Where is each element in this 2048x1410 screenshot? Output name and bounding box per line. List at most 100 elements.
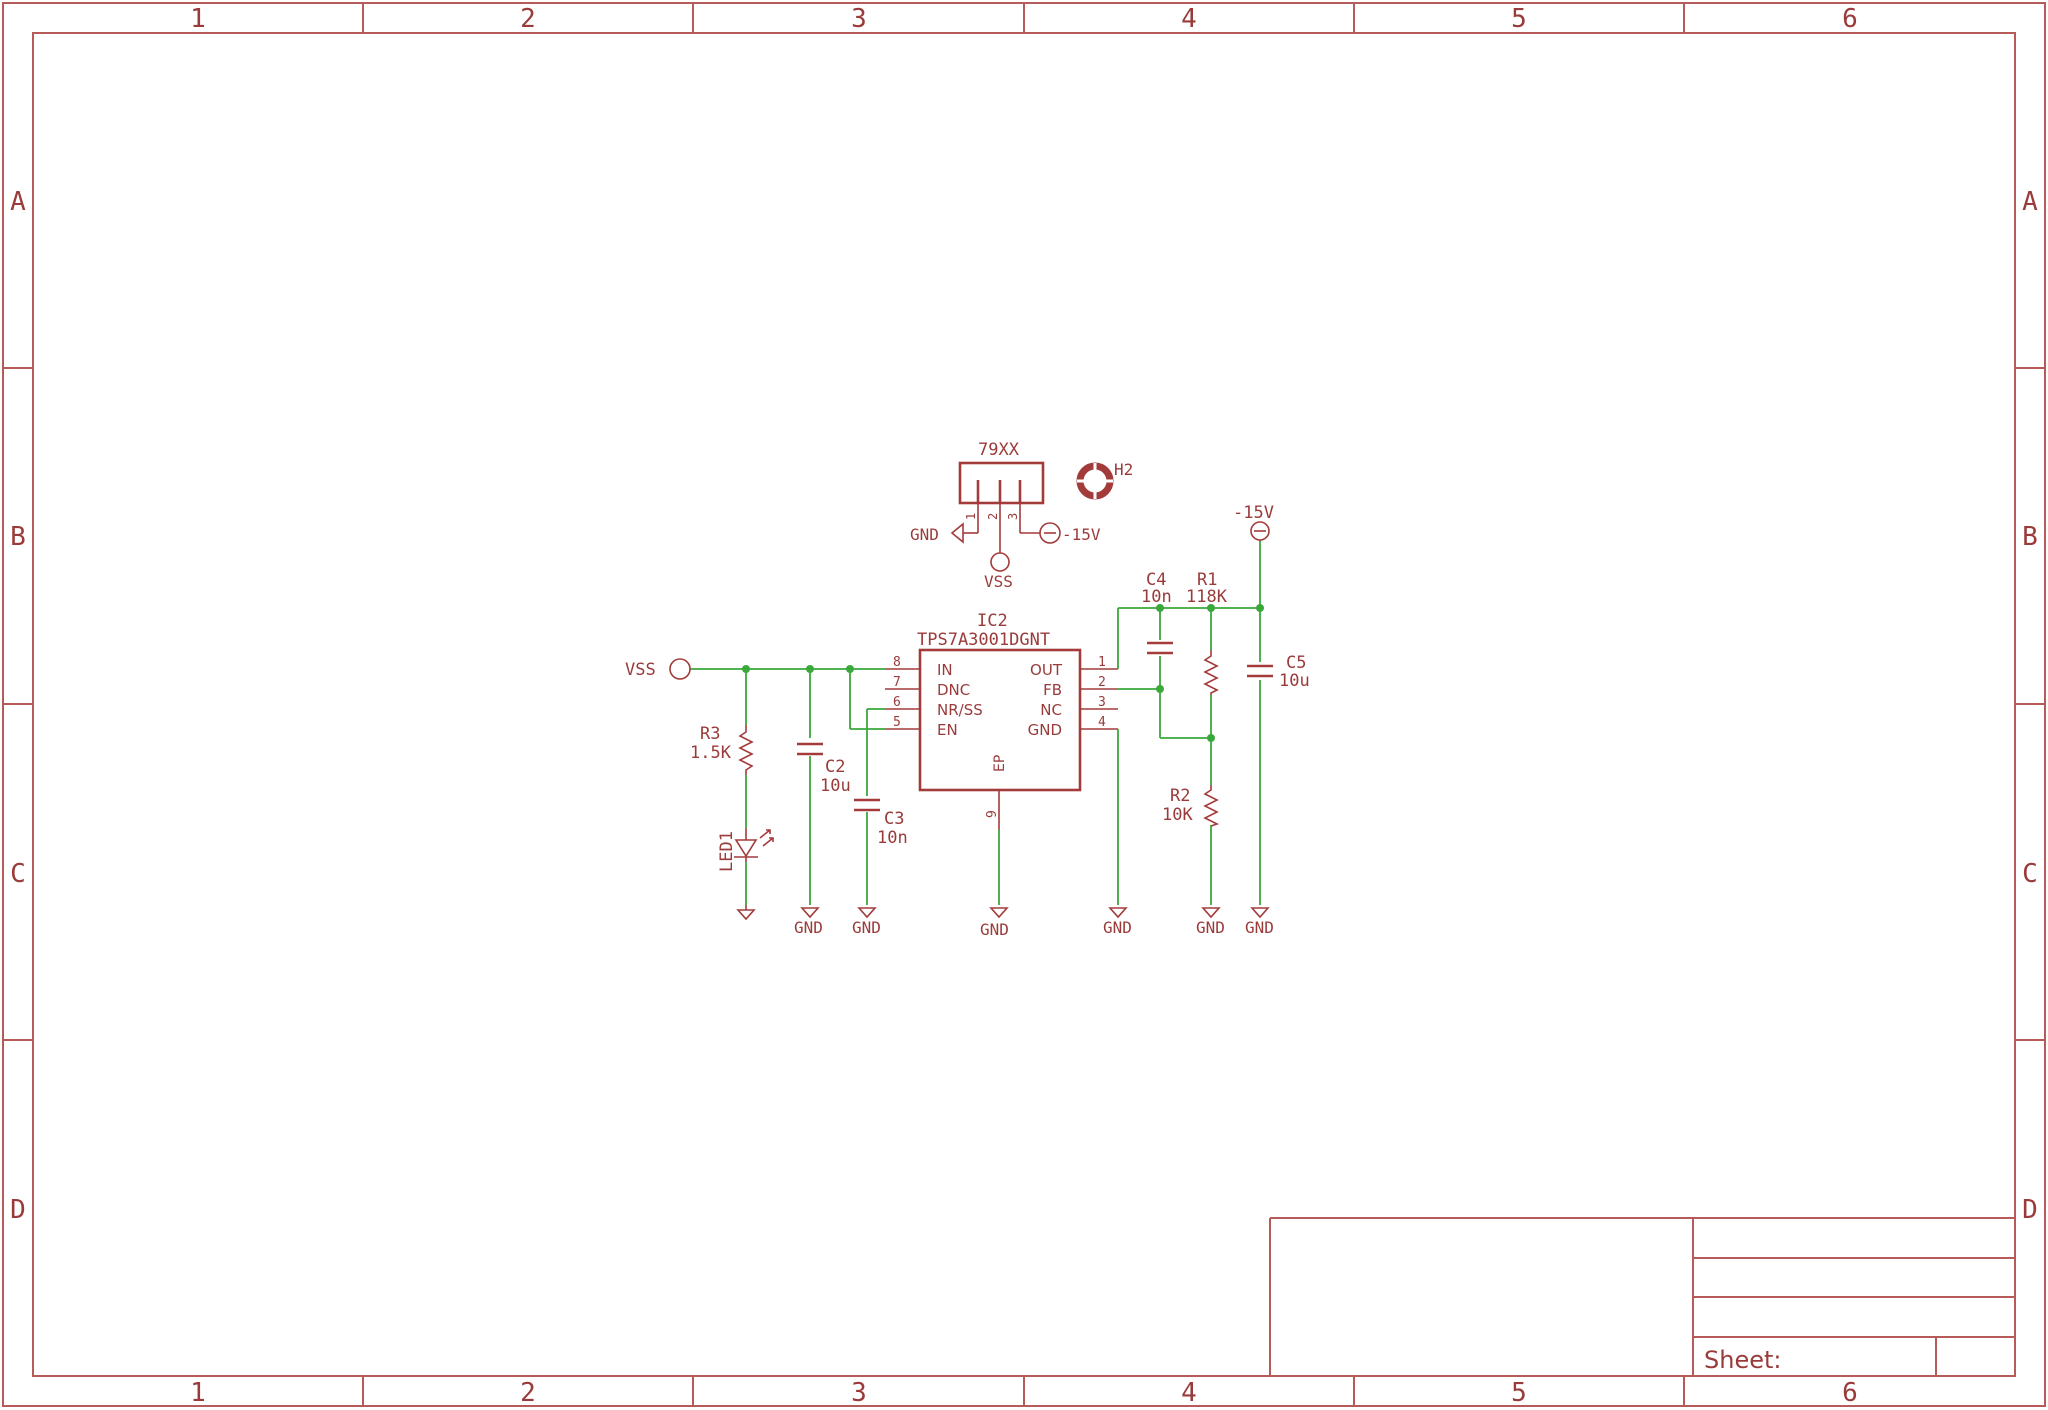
regulator-gnd-net: GND <box>910 525 939 544</box>
c2-value: 10u <box>820 776 851 796</box>
regulator-79xx[interactable]: 79XX 1 2 3 GND VSS -15V <box>910 440 1101 591</box>
column-label: 3 <box>851 1378 867 1408</box>
led1-ref: LED1 <box>717 831 737 872</box>
column-label: 4 <box>1181 1378 1197 1408</box>
ic2-pin-name: GND <box>1028 721 1062 739</box>
ground-icon <box>800 907 820 919</box>
resistor-icon <box>1203 785 1220 827</box>
vss-net-icon <box>990 552 1010 572</box>
junctions <box>742 604 1264 742</box>
ic2-pin-name: NC <box>1040 701 1062 719</box>
regulator-pin-number: 1 <box>964 513 978 520</box>
c5-ref: C5 <box>1286 653 1306 673</box>
row-label: D <box>10 1195 26 1225</box>
row-label: C <box>2022 859 2038 889</box>
wires <box>690 540 1261 905</box>
column-label: 6 <box>1842 4 1858 34</box>
column-label: 1 <box>190 1378 206 1408</box>
resistor-icon <box>738 725 754 775</box>
capacitor-c5[interactable]: C5 10u <box>1247 653 1310 691</box>
neg15-supply-icon <box>1039 522 1061 544</box>
ic2-pin-number: 3 <box>1098 695 1106 710</box>
ic2-pin-name: OUT <box>1030 661 1063 679</box>
mount-hole-h2[interactable]: H2 <box>1076 460 1133 500</box>
regulator-neg15-net: -15V <box>1062 525 1101 544</box>
gnd-net-label: GND <box>1196 918 1225 937</box>
c3-ref: C3 <box>884 809 904 829</box>
column-label: 6 <box>1842 1378 1858 1408</box>
resistor-r2[interactable]: R2 10K <box>1162 785 1220 827</box>
ic2-pin-name: FB <box>1043 681 1062 699</box>
resistor-r3[interactable]: R3 1.5K <box>690 724 754 775</box>
sheet-label: Sheet: <box>1704 1346 1781 1374</box>
column-labels-top: 1 2 3 4 5 6 <box>190 4 1858 34</box>
led-icon <box>734 839 758 858</box>
c2-ref: C2 <box>825 757 845 777</box>
column-label: 2 <box>520 4 536 34</box>
resistor-r1[interactable]: R1 118K <box>1186 570 1228 695</box>
ic2-pin-number: 5 <box>893 715 901 730</box>
column-label: 3 <box>851 4 867 34</box>
capacitor-c4[interactable]: C4 10n <box>1141 570 1173 655</box>
regulator-pin-number: 3 <box>1006 513 1020 520</box>
column-label: 2 <box>520 1378 536 1408</box>
ic2-ep-pin-number: 9 <box>985 810 1000 818</box>
column-label: 4 <box>1181 4 1197 34</box>
row-labels-right: A B C D <box>2022 187 2038 1225</box>
column-label: 5 <box>1511 4 1527 34</box>
row-label: C <box>10 859 26 889</box>
r2-value: 10K <box>1162 805 1193 825</box>
ground-icon <box>1108 907 1128 919</box>
ic2-ldo[interactable]: IC2 TPS7A3001DGNT IN DNC NR/SS EN OUT FB… <box>885 611 1118 830</box>
ic2-ref: IC2 <box>977 611 1008 631</box>
row-label: A <box>2022 187 2038 217</box>
ic2-pin-name: EN <box>937 721 958 739</box>
ic2-ep-label: EP <box>992 755 1008 772</box>
ic2-pin-number: 1 <box>1098 655 1106 670</box>
capacitor-c3[interactable]: C3 10n <box>854 798 908 848</box>
resistor-icon <box>1203 650 1219 695</box>
ic2-part: TPS7A3001DGNT <box>917 630 1050 650</box>
regulator-pin-number: 2 <box>986 513 1000 520</box>
ground-symbols: GND GND GND GND GND GND <box>736 905 1274 939</box>
gnd-net-label: GND <box>852 918 881 937</box>
ic2-pin-number: 6 <box>893 695 901 710</box>
c5-value: 10u <box>1279 671 1310 691</box>
row-labels-left: A B C D <box>10 187 26 1225</box>
row-label: A <box>10 187 26 217</box>
ic2-pin-name: DNC <box>937 681 970 699</box>
regulator-vss-net: VSS <box>984 572 1013 591</box>
c4-ref: C4 <box>1146 570 1166 590</box>
neg15-net-label: -15V <box>1233 503 1274 523</box>
neg15-supply-icon <box>1250 521 1270 541</box>
gnd-net-label: GND <box>980 920 1009 939</box>
row-label: B <box>10 522 26 552</box>
ic2-pin-number: 7 <box>893 675 901 690</box>
r3-ref: R3 <box>700 724 720 744</box>
ground-icon <box>1201 907 1221 919</box>
ic2-pin-number: 8 <box>893 655 901 670</box>
gnd-arrow-icon <box>950 522 964 544</box>
neg15-supply[interactable]: -15V <box>1233 503 1274 541</box>
gnd-net-label: GND <box>1103 918 1132 937</box>
gnd-net-label: GND <box>1245 918 1274 937</box>
ic2-pin-number: 2 <box>1098 675 1106 690</box>
ic2-pin-name: NR/SS <box>937 701 983 719</box>
column-label: 1 <box>190 4 206 34</box>
row-label: B <box>2022 522 2038 552</box>
ic2-pin-name: IN <box>937 661 953 679</box>
capacitor-c2[interactable]: C2 10u <box>797 742 851 796</box>
ground-icon <box>1250 907 1270 919</box>
vss-input-port[interactable]: VSS <box>625 658 691 680</box>
gnd-net-label: GND <box>794 918 823 937</box>
led-led1[interactable]: LED1 <box>717 828 774 872</box>
r2-ref: R2 <box>1170 786 1190 806</box>
column-label: 5 <box>1511 1378 1527 1408</box>
mount-hole-name: H2 <box>1114 460 1133 479</box>
ground-icon <box>857 907 877 919</box>
column-labels-bottom: 1 2 3 4 5 6 <box>190 1378 1858 1408</box>
ic2-pin-number: 4 <box>1098 715 1106 730</box>
ground-icon <box>989 907 1009 919</box>
